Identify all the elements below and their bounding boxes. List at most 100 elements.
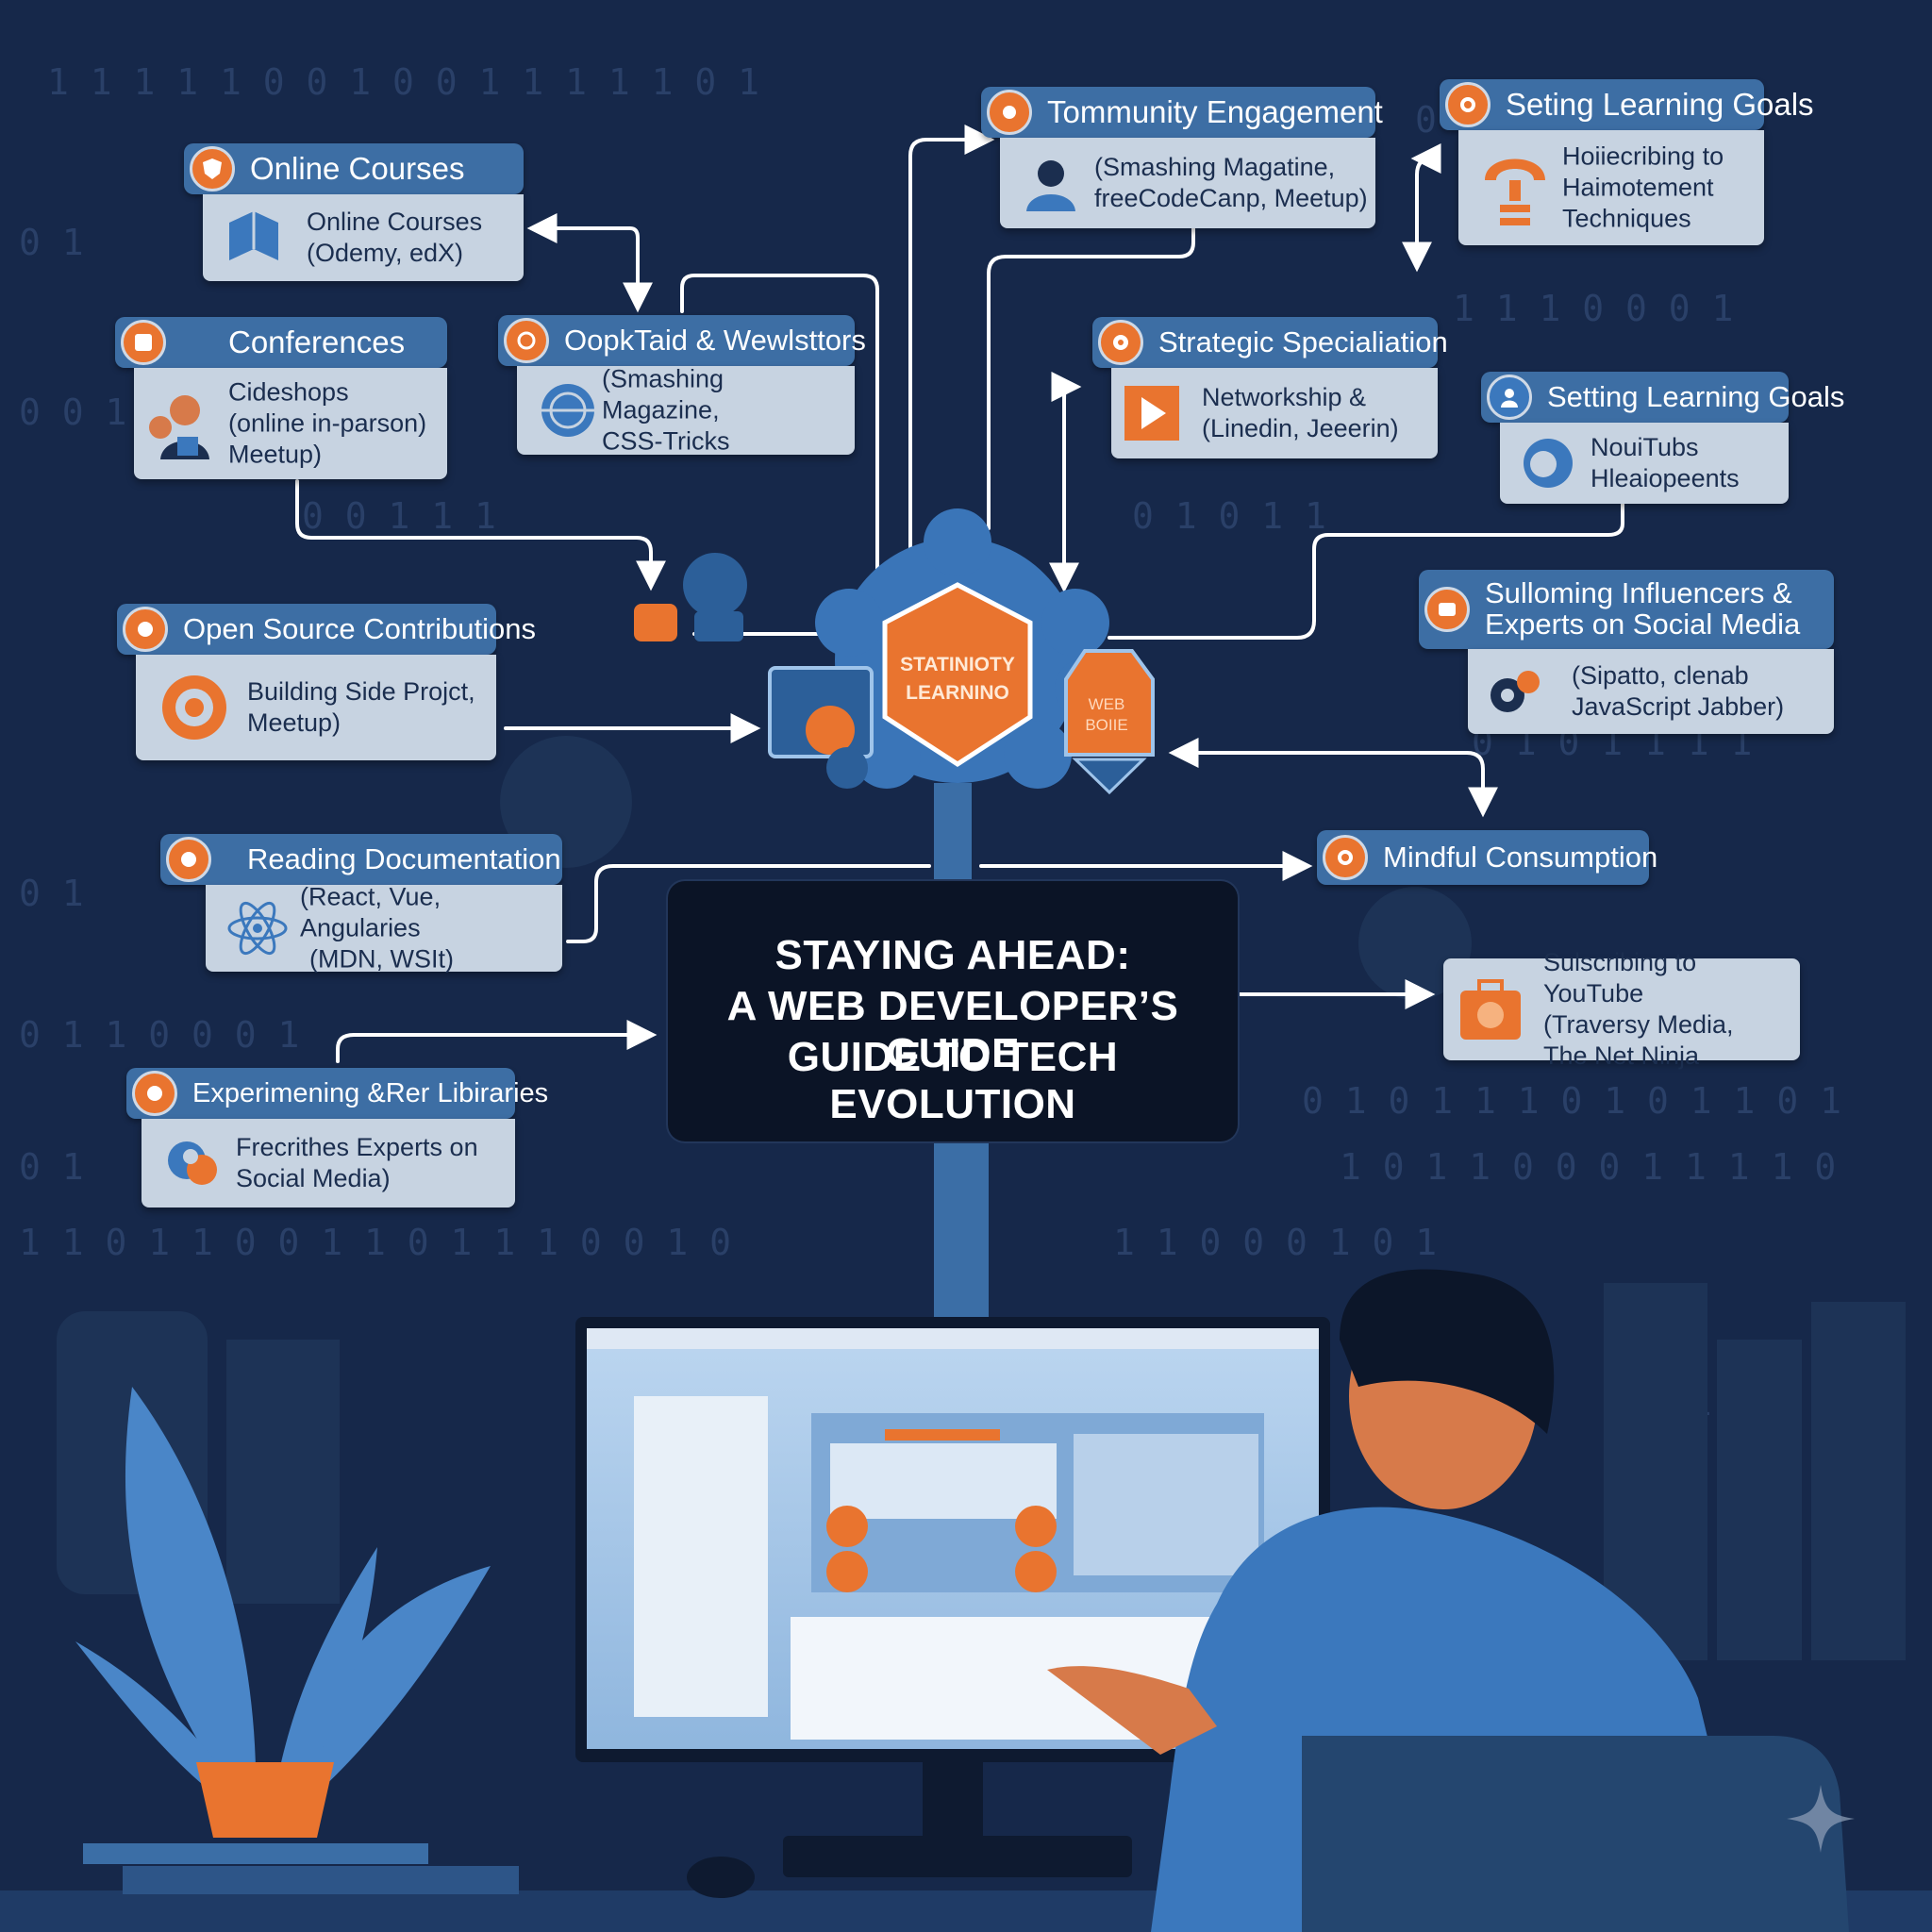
svg-text:0 0 1 1 1: 0 0 1 1 1: [302, 495, 496, 537]
community-line1: (Smashing Magatine,: [1094, 153, 1336, 181]
experimenting-line2: Social Media): [236, 1164, 391, 1192]
svg-text:0 1 1 0 0 0 1: 0 1 1 0 0 0 1: [19, 1014, 299, 1056]
online-courses-header: Online Courses: [184, 143, 524, 194]
community-card: Tommunity Engagement (Smashing Magatine,…: [981, 87, 1383, 228]
svg-text:0 1: 0 1: [19, 1146, 84, 1188]
gear-icon: [1098, 320, 1143, 365]
learning-goals-top-body: Hoiiecribing to Haimotement Techniques: [1458, 130, 1764, 245]
svg-text:0 1 0 1 1 1 0 1 0 1 1 0 1: 0 1 0 1 1 1 0 1 0 1 1 0 1: [1302, 1080, 1841, 1122]
center-badge-line1: STATINIOTY: [900, 654, 1015, 675]
bubble-icon: [1524, 439, 1573, 488]
strategic-card: Strategic Specialiation Networkship & (L…: [1092, 317, 1448, 458]
center-badge-label: STATINIOTY LEARNINO: [887, 651, 1028, 708]
code-gear-icon: [123, 607, 168, 652]
open-source-header: Open Source Contributions: [117, 604, 536, 655]
web-badge-line2: BOIIE: [1085, 716, 1128, 734]
people-icon: [149, 395, 209, 459]
community-icon: [987, 90, 1032, 135]
online-courses-body: Online Courses (Odemy, edX): [203, 194, 524, 281]
experimenting-card: Experimening &Rer Libiraries Frecrithes …: [126, 1068, 548, 1208]
sparkle-icon: [1787, 1785, 1855, 1853]
svg-text:1 0 1 1 0 0 0 1 1 1 1 0: 1 0 1 1 0 0 0 1 1 1 1 0: [1340, 1146, 1836, 1188]
learning-goals-top-card: Seting Learning Goals Hoiiecribing to Ha…: [1440, 79, 1814, 245]
brain-icon: [166, 837, 211, 882]
conferences-line2: (online in-parson): [228, 408, 427, 438]
book-icon: [229, 211, 278, 260]
learning-goals-mid-title: Setting Learning Goals: [1547, 380, 1845, 413]
documentation-card: Reading Documentation (React, Vue, Angul…: [160, 834, 562, 974]
gear-badge-icon: [162, 675, 226, 740]
youtube-card: Sulscribing to YouTube (Traversy Media, …: [1443, 948, 1800, 1070]
learning-goals-top-line1: Hoiiecribing to: [1562, 142, 1724, 171]
learning-goals-top-line2: Haimotement: [1562, 173, 1714, 202]
main-title-line1: STAYING AHEAD:: [774, 932, 1131, 978]
influencers-line2: JavaScript Jabber): [1572, 692, 1785, 721]
open-source-line1: Building Side Projct,: [247, 677, 475, 706]
strategic-body: Networkship & (Linedin, Jeeerin): [1111, 368, 1438, 458]
online-courses-card: Online Courses Online Courses (Odemy, ed…: [184, 143, 524, 281]
gears-icon: [1491, 671, 1540, 712]
documentation-line2: (MDN, WSIt): [309, 944, 454, 974]
youtube-line2: (Traversy Media,: [1543, 1010, 1734, 1039]
conferences-line1: Cideshops: [228, 377, 349, 407]
open-source-line2: Meetup): [247, 708, 341, 737]
briefcase-icon: [1460, 979, 1521, 1040]
influencers-title: Sulloming Influencers &: [1485, 576, 1792, 609]
target-icon: [1445, 82, 1491, 127]
podcast-icon: [504, 318, 549, 363]
podcasts-line1: (Smashing Magazine,: [602, 364, 724, 425]
conferences-header: Conferences: [115, 317, 447, 368]
documentation-title: Reading Documentation: [247, 842, 561, 875]
globe-icon: [541, 384, 594, 437]
badge-icon: [121, 320, 166, 365]
svg-text:0 1 0 1 1: 0 1 0 1 1: [1132, 495, 1326, 537]
influencers-body: (Sipatto, clenab JavaScript Jabber): [1468, 649, 1834, 734]
center-gear-cluster: [634, 508, 1155, 795]
center-badge-line2: LEARNINO: [906, 682, 1009, 704]
community-header: Tommunity Engagement: [981, 87, 1383, 138]
conferences-body: Cideshops (online in-parson) Meetup): [134, 368, 447, 479]
learning-goals-mid-line1: NouiTubs: [1591, 433, 1699, 461]
documentation-header: Reading Documentation: [160, 834, 562, 885]
web-badge-line1: WEB: [1088, 695, 1125, 713]
mindful-card: Mindful Consumption: [1317, 830, 1657, 885]
online-courses-line2: (Odemy, edX): [307, 239, 464, 267]
podcasts-line2: CSS-Tricks: [602, 426, 730, 456]
learning-goals-mid-line2: Hleaiopeents: [1591, 464, 1740, 492]
main-title-box: STAYING AHEAD: A WEB DEVELOPER’S GUIDE G…: [668, 881, 1238, 1141]
user-circle-icon: [1487, 375, 1532, 420]
experimenting-header: Experimening &Rer Libiraries: [126, 1068, 548, 1119]
influencers-header: Sulloming Influencers & Experts on Socia…: [1419, 570, 1834, 649]
podcasts-title: OopkTaid & Wewlsttors: [564, 324, 866, 357]
experimenting-body: Frecrithes Experts on Social Media): [142, 1119, 515, 1208]
svg-text:0 1: 0 1: [19, 222, 84, 263]
open-source-body: Building Side Projct, Meetup): [136, 655, 496, 760]
svg-text:1 1 1 0 0 0 1: 1 1 1 0 0 0 1: [1453, 288, 1733, 329]
learning-goals-top-header: Seting Learning Goals: [1440, 79, 1814, 130]
strategic-header: Strategic Specialiation: [1092, 317, 1448, 368]
youtube-line1: Sulscribing to YouTube: [1543, 948, 1697, 1008]
atom-icon: [227, 901, 288, 956]
play-icon: [1124, 386, 1179, 441]
main-title-line2: A WEB DEVELOPER’S GUIDE: [726, 983, 1179, 1076]
youtube-body: Sulscribing to YouTube (Traversy Media, …: [1443, 948, 1800, 1070]
flask-icon: [132, 1071, 177, 1116]
youtube-line3: The Net Ninja: [1543, 1041, 1700, 1070]
svg-text:1 1 0 1 1 0 0 1 1 0 1 1: 1 1 0 1 1 0 0 1 1 0 1 1 1 0 0 1 0: [19, 1222, 731, 1263]
podcasts-card: OopkTaid & Wewlsttors (Smashing Magazine…: [498, 315, 866, 456]
desk-scene: [0, 1269, 1932, 1932]
experimenting-line1: Frecrithes Experts on: [236, 1133, 478, 1161]
conferences-card: Conferences Cideshops (online in-parson)…: [115, 317, 447, 479]
shield-icon: [190, 146, 235, 192]
documentation-line1: (React, Vue, Angularies: [300, 882, 441, 942]
documentation-body: (React, Vue, Angularies (MDN, WSIt): [206, 882, 562, 974]
strategic-title: Strategic Specialiation: [1158, 325, 1448, 358]
mindful-header: Mindful Consumption: [1317, 830, 1657, 885]
learning-goals-mid-card: Setting Learning Goals NouiTubs Hleaiope…: [1481, 372, 1844, 504]
svg-text:1 1 0 0 0 1 0 1: 1 1 0 0 0 1 0 1: [1113, 1222, 1437, 1263]
learning-goals-mid-header: Setting Learning Goals: [1481, 372, 1844, 423]
influencers-line1: (Sipatto, clenab: [1572, 661, 1749, 690]
learning-goals-top-line3: Techniques: [1562, 204, 1691, 233]
open-source-title: Open Source Contributions: [183, 612, 536, 645]
podcasts-body: (Smashing Magazine, CSS-Tricks: [517, 364, 855, 456]
